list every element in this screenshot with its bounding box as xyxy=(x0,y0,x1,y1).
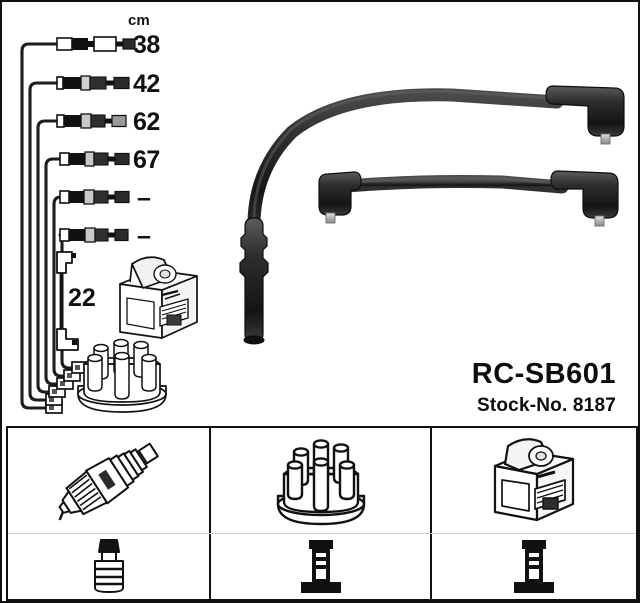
harness-connector-lead-3 xyxy=(56,113,127,129)
measurement-value-lead-1: 38 xyxy=(133,31,160,59)
ignition-cable-short xyxy=(318,170,619,227)
spark-plug-icon xyxy=(8,432,209,532)
harness-connector-row-group xyxy=(56,36,136,243)
measurement-value-lead-2: 42 xyxy=(133,70,160,98)
legend-panel xyxy=(6,426,638,601)
legend-panel-divider-1 xyxy=(209,428,211,599)
legend-panel-horizontal-divider xyxy=(8,533,636,534)
measurement-value-coil-lead: 22 xyxy=(68,284,96,312)
harness-terminal-4 xyxy=(56,377,74,390)
measurement-value-lead-6: – xyxy=(137,222,151,250)
coil-terminal-icon xyxy=(432,535,636,597)
product-stock-number: Stock-No. 8187 xyxy=(476,395,616,416)
legend-cell-distributor xyxy=(211,428,430,599)
ignition-coil xyxy=(119,256,198,339)
harness-terminal-6 xyxy=(71,361,89,374)
measurement-value-lead-4: 67 xyxy=(133,146,160,174)
distributor-terminal-icon xyxy=(211,535,430,597)
measurement-value-lead-5: – xyxy=(137,184,151,212)
harness-connector-lead-5 xyxy=(59,189,130,205)
product-code-block: RC-SB601 Stock-No. 8187 xyxy=(471,358,616,416)
ignition-cable-harness xyxy=(20,42,74,410)
measurement-unit-label: cm xyxy=(128,12,150,29)
ignition-cable-long xyxy=(239,85,625,345)
harness-connector-lead-6 xyxy=(59,227,129,243)
harness-terminal-3 xyxy=(48,385,66,398)
ignition-coil-icon xyxy=(432,432,636,532)
spark-plug-boot-icon xyxy=(8,535,209,597)
legend-panel-divider-2 xyxy=(430,428,432,599)
harness-connector-lead-1 xyxy=(56,36,136,52)
harness-terminal-5 xyxy=(63,369,81,382)
legend-cell-spark-plug xyxy=(8,428,209,599)
distributor-cap-icon xyxy=(211,432,430,532)
harness-connector-lead-2 xyxy=(56,75,130,91)
product-code: RC-SB601 xyxy=(471,358,616,390)
harness-terminal-group xyxy=(45,361,89,414)
distributor-cap xyxy=(77,338,167,413)
harness-connector-lead-4 xyxy=(59,151,130,167)
harness-terminal-1 xyxy=(45,401,63,414)
legend-cell-coil xyxy=(432,428,636,599)
measurement-value-lead-3: 62 xyxy=(133,108,160,136)
harness-terminal-2 xyxy=(45,393,63,406)
